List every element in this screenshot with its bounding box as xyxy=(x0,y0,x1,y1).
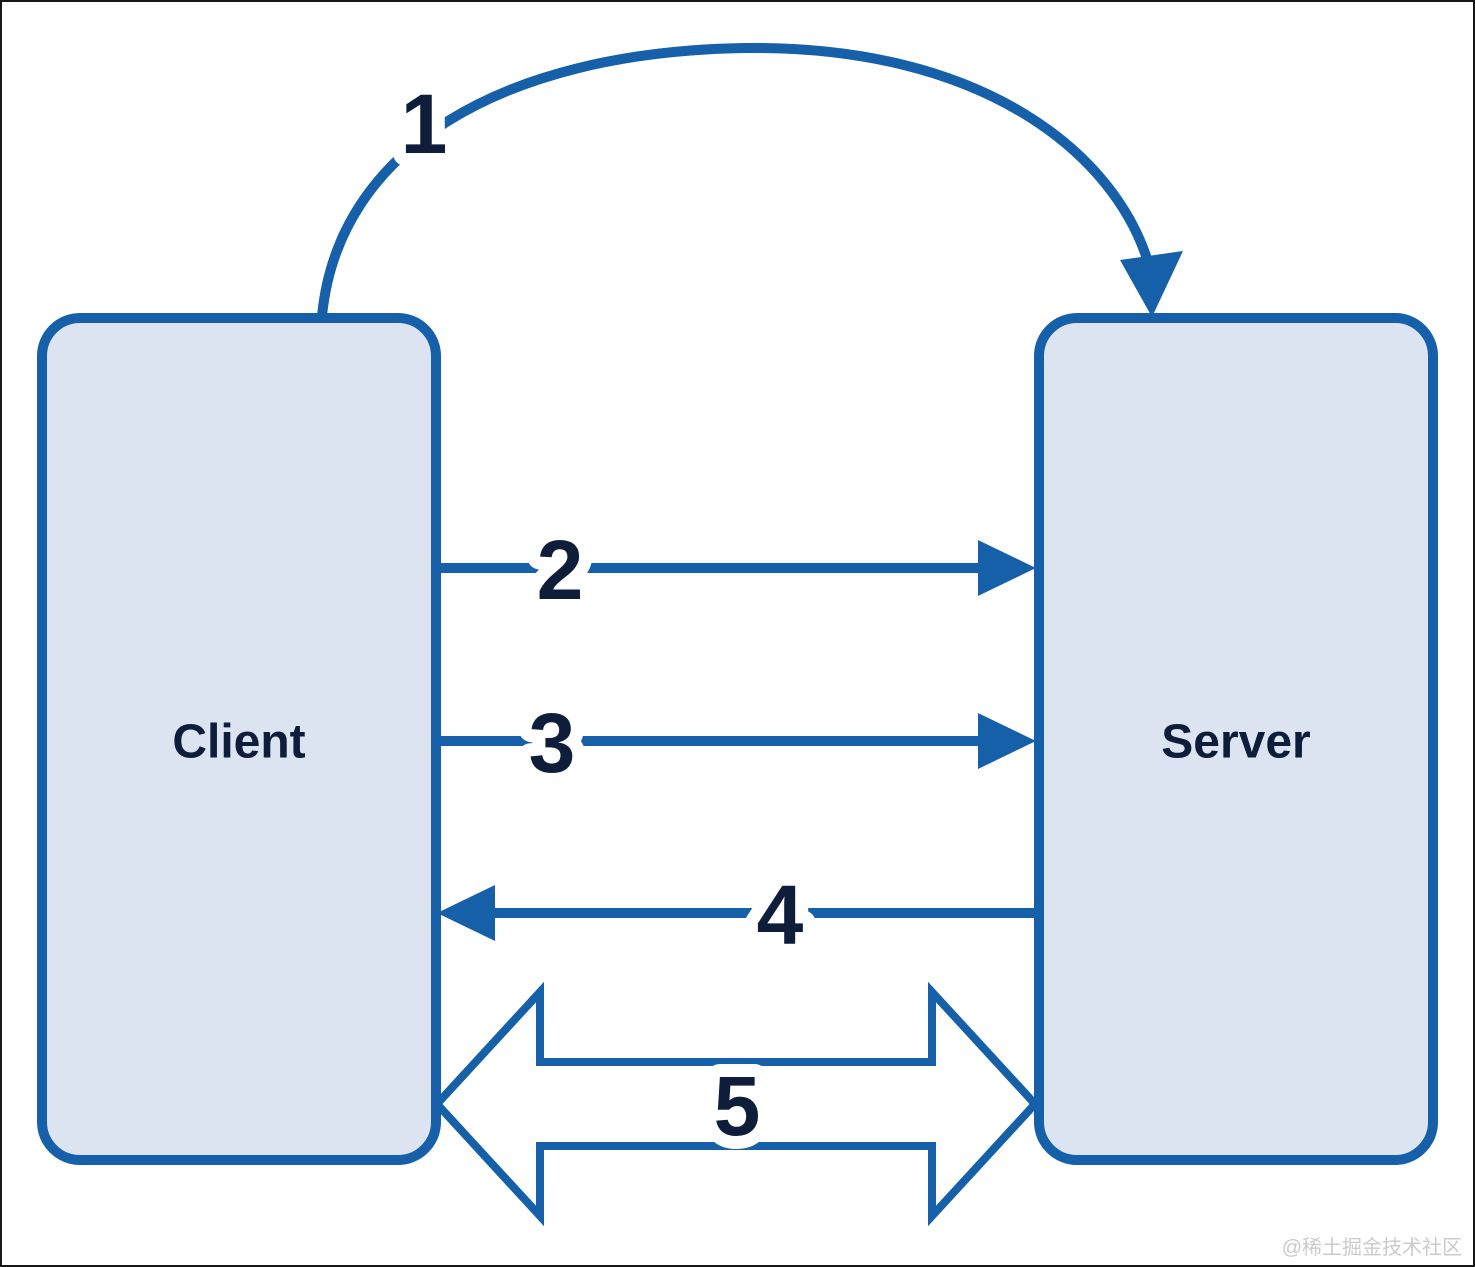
arrow-5-label: 5 xyxy=(714,1059,761,1153)
arrow-1-curved xyxy=(317,42,1183,317)
arrow-4-label: 4 xyxy=(757,868,804,962)
watermark-text: @稀土掘金技术社区 xyxy=(1282,1236,1462,1259)
server-label: Server xyxy=(1161,716,1310,769)
server-box xyxy=(1034,313,1438,1165)
arrow-1-arc-path xyxy=(317,42,1153,317)
arrow-5-outline-shape xyxy=(431,981,1041,1227)
client-label: Client xyxy=(172,716,305,769)
arrow-5-double: 5 xyxy=(431,981,1041,1227)
arrow-4-left: 4 xyxy=(437,855,1036,975)
arrow-2-arrowhead-icon xyxy=(978,540,1036,596)
arrow-1-arrowhead-icon xyxy=(1120,251,1183,317)
arrow-1-label: 1 xyxy=(401,77,448,171)
client-node: Client xyxy=(37,313,441,1165)
arrow-3-label: 3 xyxy=(529,696,576,790)
arrow-4-arrowhead-icon xyxy=(437,885,495,941)
arrow-2-label: 2 xyxy=(537,523,584,617)
server-node: Server xyxy=(1034,313,1438,1165)
client-box xyxy=(37,313,441,1165)
arrow-3-arrowhead-icon xyxy=(978,713,1036,769)
arrow-3-right: 3 xyxy=(437,683,1036,803)
